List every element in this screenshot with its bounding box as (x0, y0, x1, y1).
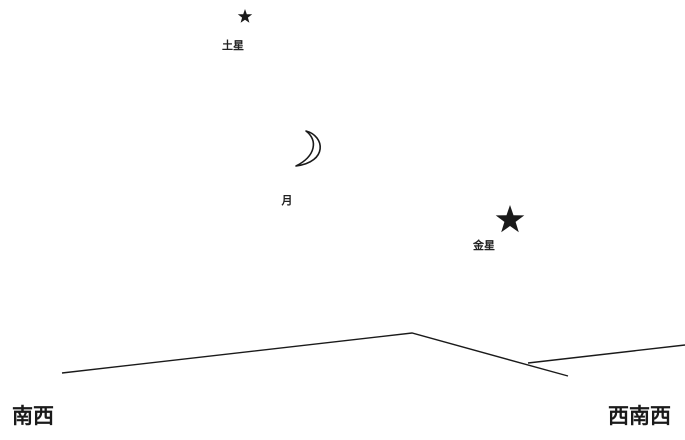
moon-label: 月 (281, 194, 293, 207)
horizon-line (62, 333, 685, 376)
saturn-marker: 土星 (222, 9, 252, 52)
star-small-icon (238, 9, 252, 23)
moon-marker: 月 (281, 131, 321, 207)
direction-label-west-southwest: 西南西 (608, 400, 671, 430)
saturn-label: 土星 (222, 38, 244, 52)
horizon-right-ridge (528, 345, 685, 363)
venus-marker: 金星 (472, 205, 524, 252)
star-large-icon (496, 205, 525, 232)
crescent-moon-icon (296, 131, 320, 166)
direction-label-southwest: 南西 (12, 400, 54, 430)
horizon-left-ridge (62, 333, 568, 376)
venus-label: 金星 (472, 238, 495, 252)
